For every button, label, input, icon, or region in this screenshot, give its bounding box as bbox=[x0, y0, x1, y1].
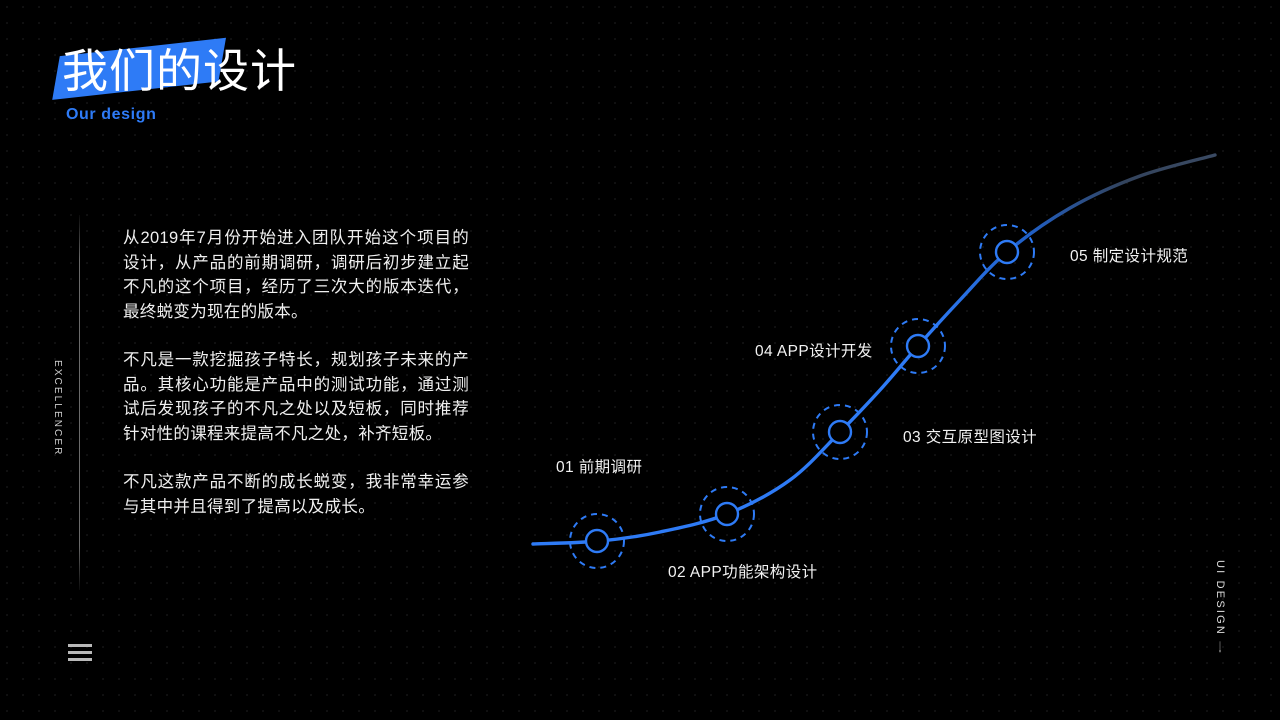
left-divider-line bbox=[79, 215, 80, 590]
paragraph-2: 不凡是一款挖掘孩子特长，规划孩子未来的产品。其核心功能是产品中的测试功能，通过测… bbox=[123, 351, 469, 443]
node-marker-03 bbox=[827, 419, 853, 445]
curve-node-label-01: 01 前期调研 bbox=[556, 459, 643, 476]
node-dashed-ring-01 bbox=[569, 513, 625, 569]
brand-vertical-label: EXCELLENCER bbox=[52, 360, 63, 457]
curve-node-label-02: 02 APP功能架构设计 bbox=[668, 564, 818, 581]
node-marker-04 bbox=[905, 333, 931, 359]
curve-node-layer bbox=[569, 224, 1035, 569]
curve-node-label-03: 03 交互原型图设计 bbox=[903, 429, 1038, 446]
curve-node-label-04: 04 APP设计开发 bbox=[755, 343, 873, 360]
ui-design-vertical-label: UI DESIGN bbox=[1214, 560, 1226, 637]
node-marker-02 bbox=[714, 501, 740, 527]
hamburger-bar-3 bbox=[68, 658, 92, 661]
node-dashed-ring-02 bbox=[699, 486, 755, 542]
curve-node-02[interactable] bbox=[699, 486, 755, 542]
curve-path bbox=[531, 153, 1217, 546]
page-title: 我们的设计 bbox=[62, 45, 297, 97]
node-marker-01 bbox=[584, 528, 610, 554]
node-dashed-ring-04 bbox=[890, 318, 946, 374]
curve-node-04[interactable] bbox=[890, 318, 946, 374]
node-dashed-ring-05 bbox=[979, 224, 1035, 280]
hamburger-bar-1 bbox=[68, 644, 92, 647]
arrow-down-icon bbox=[1219, 641, 1221, 653]
page-subtitle: Our design bbox=[66, 106, 157, 123]
hamburger-bar-2 bbox=[68, 651, 92, 654]
curve-node-05[interactable] bbox=[979, 224, 1035, 280]
body-copy: 从2019年7月份开始进入团队开始这个项目的设计，从产品的前期调研，调研后初步建… bbox=[123, 226, 469, 519]
curve-node-03[interactable] bbox=[812, 404, 868, 460]
hamburger-icon[interactable] bbox=[68, 644, 92, 661]
node-marker-05 bbox=[994, 239, 1020, 265]
title-block: 我们的设计 Our design bbox=[52, 37, 297, 124]
paragraph-3: 不凡这款产品不断的成长蜕变，我非常幸运参与其中并且得到了提高以及成长。 bbox=[123, 473, 469, 516]
curve-node-label-05: 05 制定设计规范 bbox=[1070, 248, 1189, 265]
paragraph-1: 从2019年7月份开始进入团队开始这个项目的设计，从产品的前期调研，调研后初步建… bbox=[123, 229, 469, 321]
title-wrap: 我们的设计 bbox=[52, 37, 297, 100]
curve-node-01[interactable] bbox=[569, 513, 625, 569]
node-dashed-ring-03 bbox=[812, 404, 868, 460]
